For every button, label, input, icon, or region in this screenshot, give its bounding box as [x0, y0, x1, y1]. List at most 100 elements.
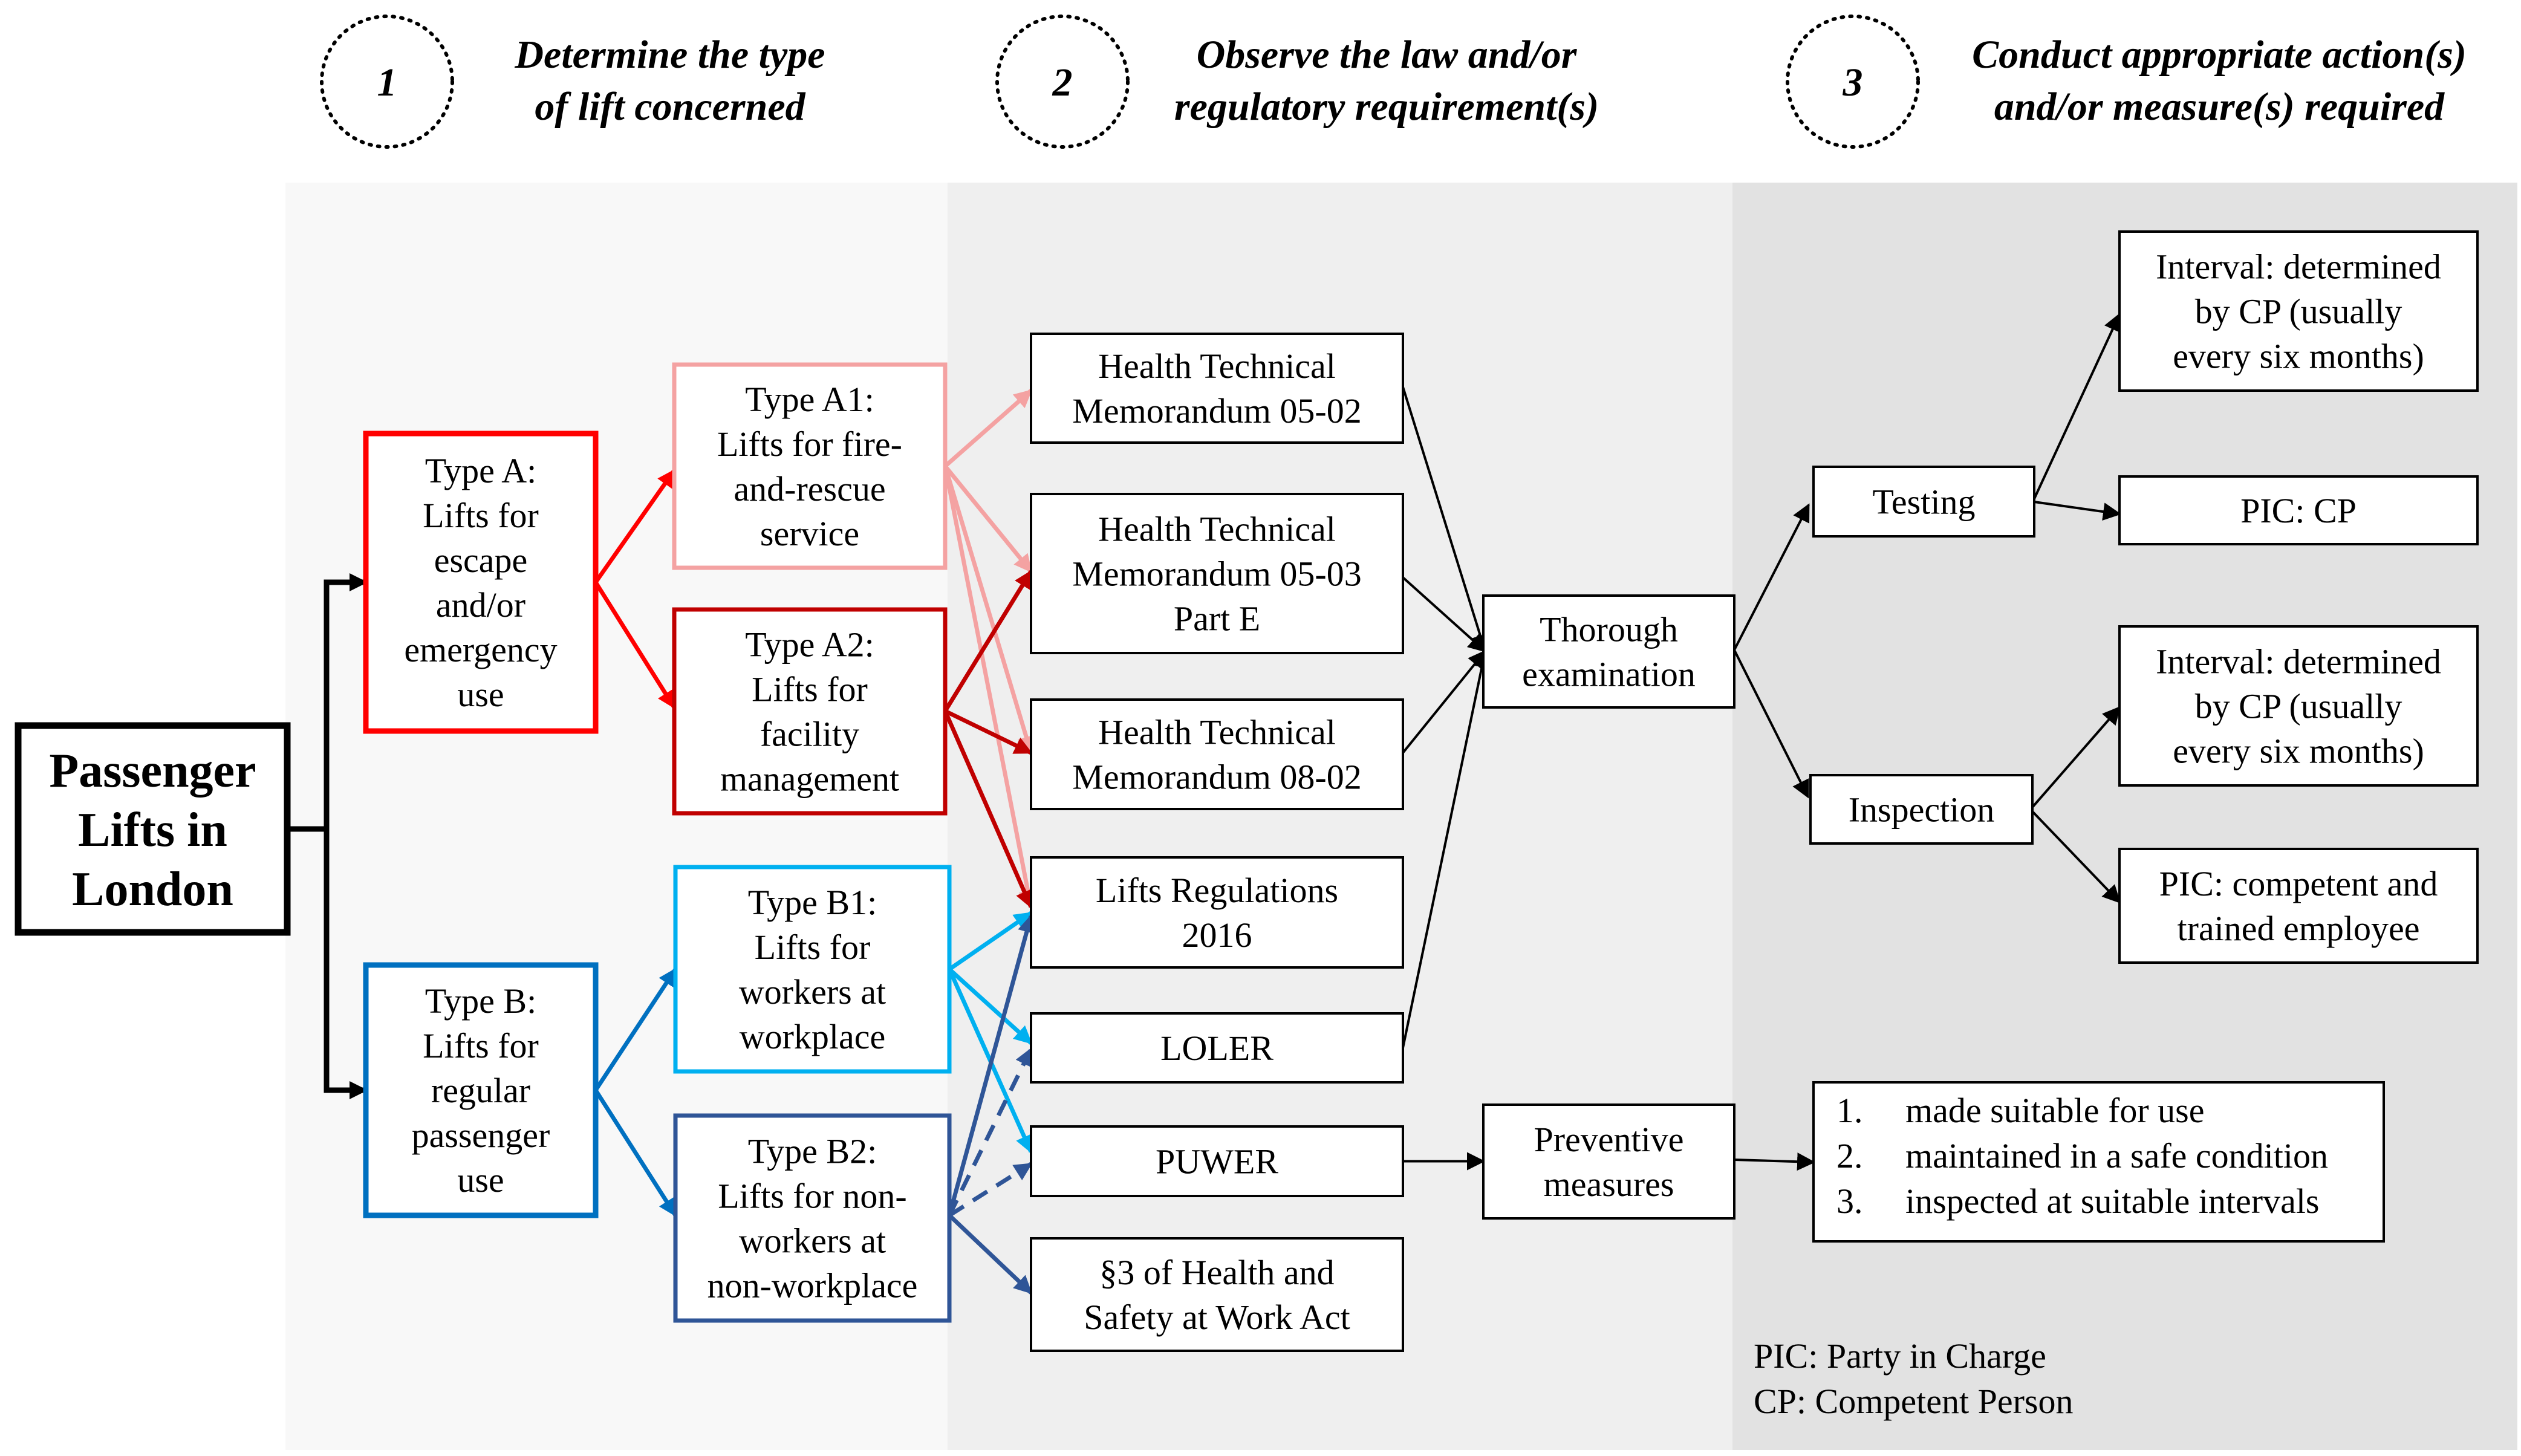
- type-b1-label-line: workers at: [739, 972, 886, 1012]
- test-pic-label-line: PIC: CP: [2240, 491, 2357, 530]
- type-a1-to-htm-0502-connector: [943, 389, 1033, 468]
- insp-interval-box: [2118, 625, 2479, 787]
- insp-pic-label-line: trained employee: [2178, 909, 2420, 948]
- type-b2-to-lifts-regs-connector: [947, 914, 1036, 1216]
- htm-0503-box: [1030, 493, 1404, 654]
- step-1-number: 1: [377, 60, 397, 105]
- insp-pic-box: [2118, 848, 2479, 964]
- type-b-to-b2-connector: [594, 1089, 677, 1217]
- measure-item-number: 2.: [1836, 1136, 1863, 1175]
- thorough-label-line: examination: [1522, 655, 1696, 694]
- type-b-to-b1-connector: [594, 967, 677, 1091]
- type-a1-label-line: Type A1:: [745, 380, 874, 419]
- measures-box: [1812, 1081, 2385, 1243]
- test-pic-box: [2118, 475, 2479, 545]
- type-a2-label-line: Type A2:: [745, 625, 874, 665]
- htm-0503-label-line: Part E: [1174, 599, 1260, 639]
- type-a1-to-htm-0503-connector: [943, 464, 1033, 573]
- type-b1-label-line: Type B1:: [748, 883, 877, 922]
- test-interval-label-line: Interval: determined: [2156, 247, 2441, 287]
- step-1-title-line-1: Determine the type: [514, 33, 825, 77]
- preventive-label-line: Preventive: [1534, 1120, 1683, 1159]
- inspection-to-interval-connector: [2031, 706, 2121, 808]
- root-label-line: Lifts in: [78, 804, 227, 857]
- type-b1-label-line: Lifts for: [755, 928, 871, 967]
- type-a-to-a1-connector: [594, 469, 676, 584]
- thorough-to-testing-connector: [1733, 503, 1810, 651]
- hswa-label-line: §3 of Health and: [1099, 1253, 1334, 1292]
- type-a2-label-line: facility: [760, 715, 859, 754]
- test-interval-box: [2118, 230, 2479, 392]
- step-3-title-line-2: and/or measure(s) required: [1994, 85, 2445, 129]
- htm-0503-to-thorough-connector: [1402, 576, 1487, 653]
- type-b2-label-line: non-workplace: [708, 1266, 918, 1305]
- type-b1-box: [673, 865, 952, 1074]
- insp-pic-label-line: PIC: competent and: [2159, 864, 2438, 903]
- measure-item-text: maintained in a safe condition: [1905, 1136, 2328, 1175]
- type-a-label-line: Lifts for: [423, 496, 539, 535]
- step-2-title-line-2: regulatory requirement(s): [1174, 85, 1599, 129]
- step-1-title-line-2: of lift concerned: [535, 85, 805, 129]
- step-3-title-line-1: Conduct appropriate action(s): [1972, 33, 2467, 77]
- type-b2-label-line: Type B2:: [748, 1132, 877, 1171]
- lifts-regs-label-line: 2016: [1182, 915, 1252, 955]
- type-a2-to-htm-0802-connector: [944, 709, 1033, 755]
- insp-interval-label-line: by CP (usually: [2195, 687, 2402, 726]
- type-b2-label-line: workers at: [739, 1221, 886, 1261]
- legend: PIC: Party in Charge CP: Competent Perso…: [1754, 1336, 2073, 1421]
- insp-pic-node: PIC: competent and trained employee: [2118, 848, 2479, 964]
- type-a1-to-htm-0802-connector: [943, 465, 1035, 755]
- measure-item-number: 3.: [1836, 1181, 1863, 1221]
- htm-0802-label-line: Memorandum 08-02: [1072, 758, 1361, 797]
- type-a1-label-line: service: [760, 514, 859, 553]
- measure-item-number: 1.: [1836, 1091, 1863, 1130]
- thorough-label-line: Thorough: [1540, 610, 1678, 649]
- type-b-box: [363, 962, 599, 1218]
- type-b2-label-line: Lifts for non-: [718, 1177, 907, 1216]
- htm-0502-label-line: Memorandum 05-02: [1072, 391, 1361, 431]
- type-a2-label-line: management: [720, 759, 899, 799]
- lifts-regs-label-line: Lifts Regulations: [1096, 871, 1338, 910]
- puwer-node: PUWER: [1030, 1125, 1404, 1197]
- connectors: [287, 313, 2121, 1295]
- type-b2-to-hswa-connector: [948, 1214, 1033, 1295]
- preventive-box: [1482, 1103, 1735, 1220]
- type-a-label-line: and/or: [436, 585, 525, 625]
- testing-to-interval-connector: [2033, 313, 2121, 499]
- thorough-box: [1482, 594, 1735, 709]
- htm-0502-box: [1030, 333, 1404, 444]
- root-to-type-b-connector: [324, 829, 368, 1099]
- type-b-label-line: passenger: [412, 1116, 550, 1155]
- type-b1-label-line: workplace: [740, 1017, 886, 1056]
- type-a1-to-lifts-regs-connector: [943, 466, 1037, 909]
- type-a1-label-line: and-rescue: [734, 469, 885, 509]
- type-b1-to-loler-connector: [948, 967, 1033, 1045]
- type-a2-box: [672, 607, 948, 816]
- htm-0502-label-line: Health Technical: [1098, 346, 1336, 386]
- puwer-label-line: PUWER: [1156, 1142, 1278, 1181]
- lifts-regs-box: [1030, 856, 1404, 969]
- legend-pic: PIC: Party in Charge: [1754, 1336, 2046, 1376]
- htm-0502-to-thorough-connector: [1402, 386, 1489, 653]
- root-to-type-a-connector: [324, 573, 368, 829]
- hswa-box: [1030, 1237, 1404, 1352]
- type-b1-node: Type B1: Lifts for workers at workplace: [673, 865, 952, 1074]
- type-b2-box: [673, 1113, 952, 1323]
- step-2-header: 2 Observe the law and/or regulatory requ…: [995, 15, 1599, 149]
- step-1-circle: [320, 15, 454, 149]
- step-3-header: 3 Conduct appropriate action(s) and/or m…: [1786, 15, 2467, 149]
- inspection-node: Inspection: [1809, 774, 2034, 845]
- puwer-box: [1030, 1125, 1404, 1197]
- type-a-box: [363, 431, 599, 734]
- type-b2-node: Type B2: Lifts for non-workers at non-work…: [673, 1113, 952, 1323]
- htm-0503-label-line: Health Technical: [1098, 510, 1336, 549]
